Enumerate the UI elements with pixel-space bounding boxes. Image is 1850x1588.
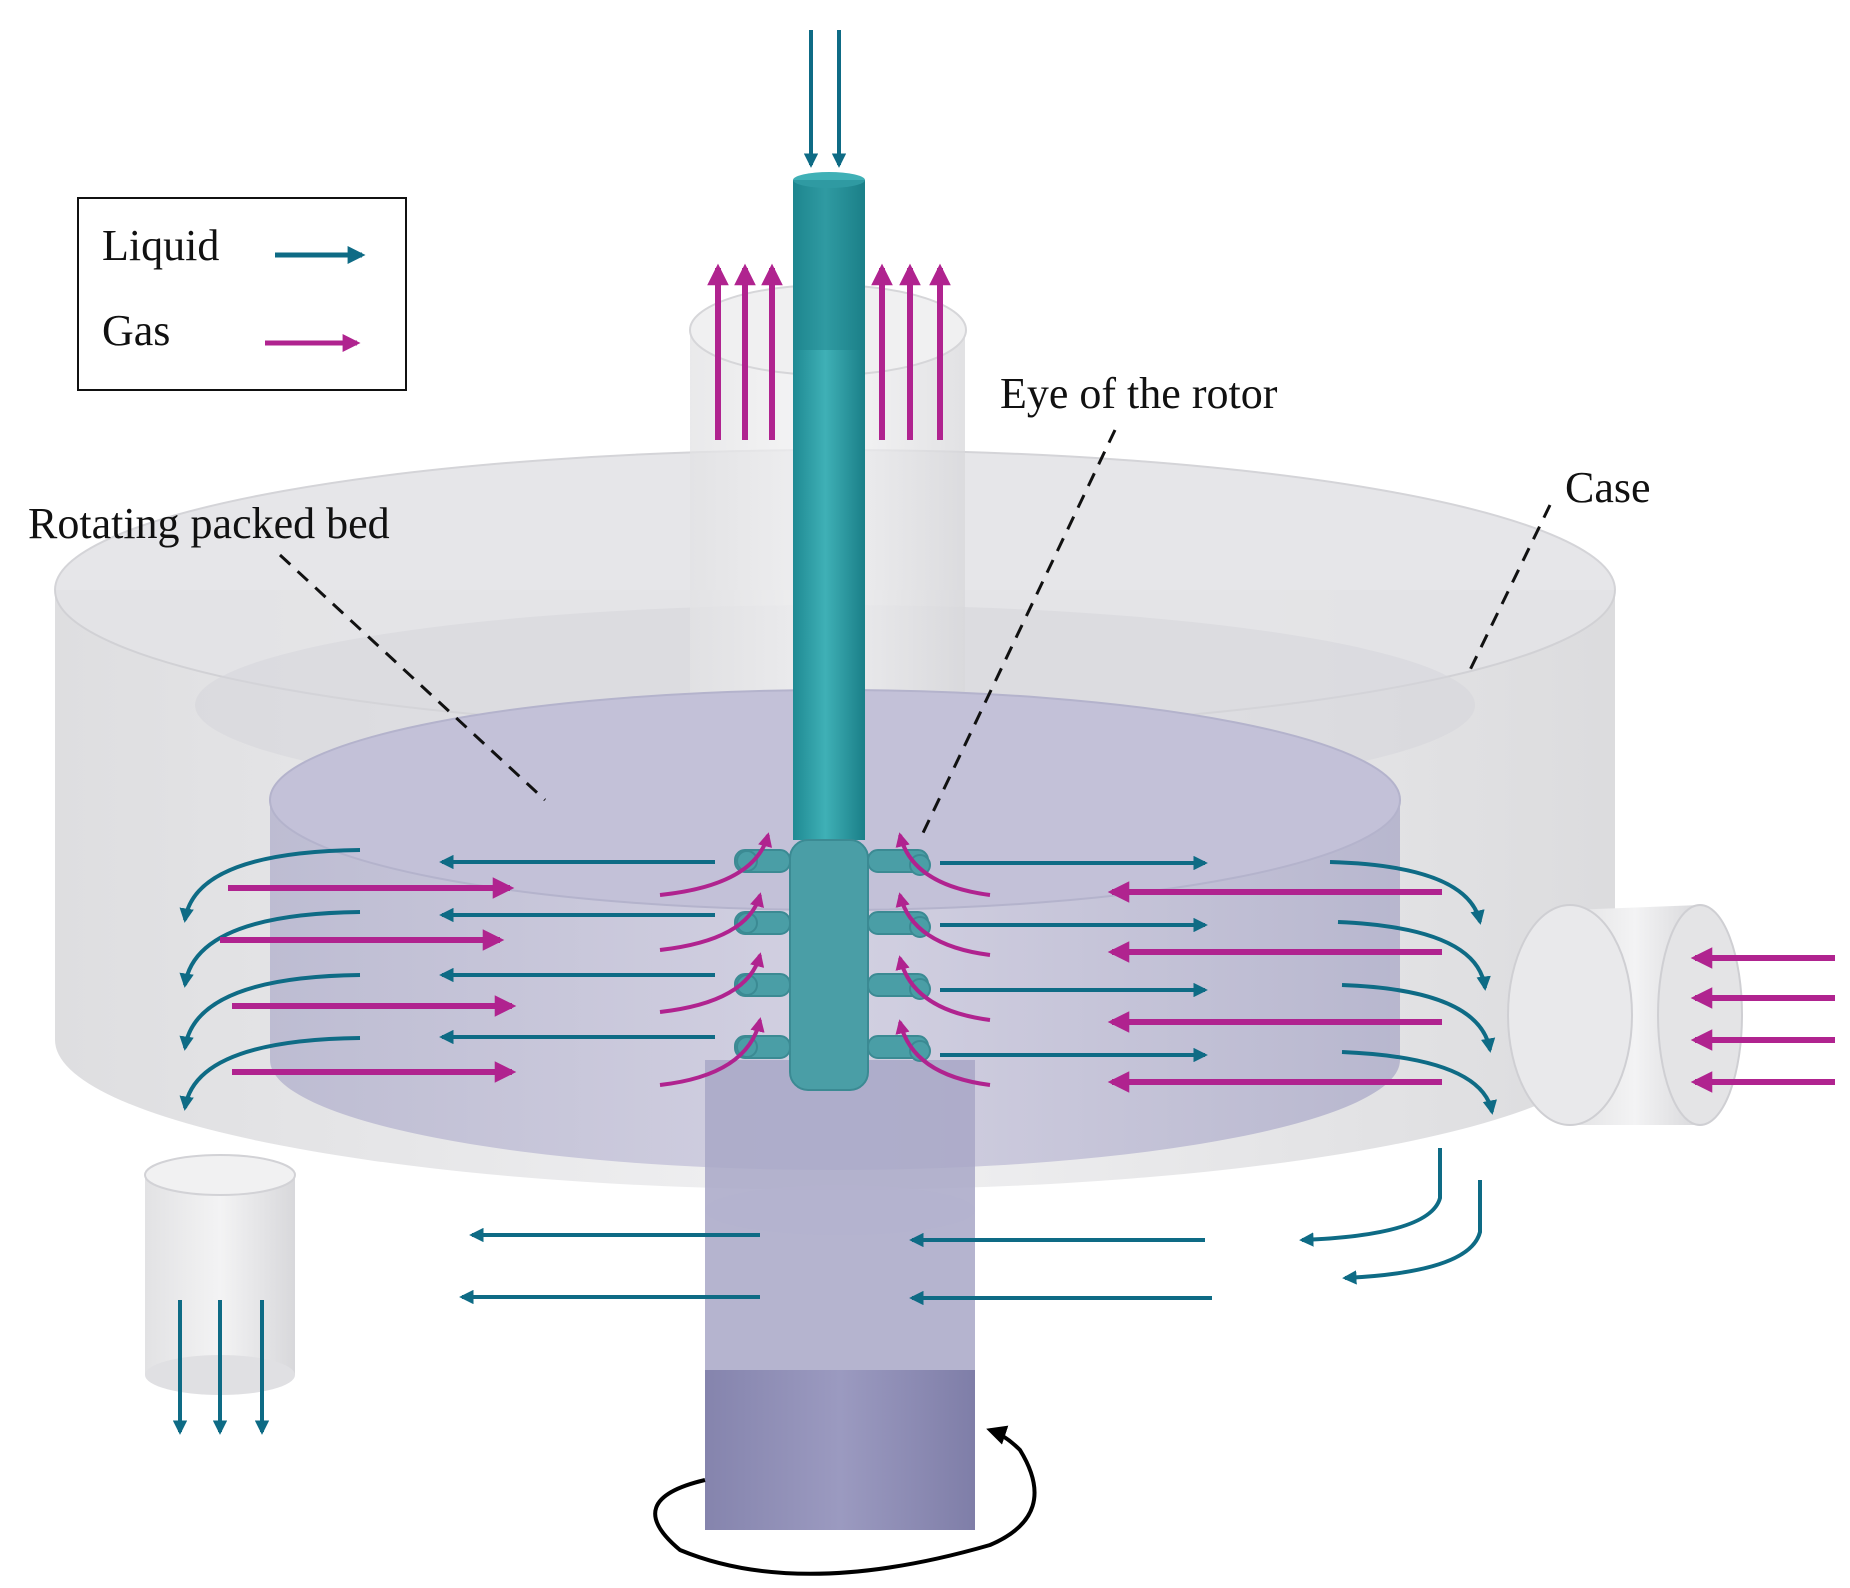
motor-shaft <box>705 1060 975 1530</box>
legend-box <box>77 197 407 391</box>
gas-inlet-pipe <box>1507 904 1743 1126</box>
label-rotating-packed-bed: Rotating packed bed <box>28 499 390 548</box>
liquid-feed-shaft <box>793 172 865 840</box>
rotation-arrow <box>653 1425 1037 1576</box>
liquid-flow-arrows <box>172 30 1497 1435</box>
legend-liquid-label: Liquid <box>102 221 219 270</box>
leader-lines <box>278 429 1552 836</box>
legend: Liquid Gas <box>77 197 407 391</box>
label-eye-of-rotor: Eye of the rotor <box>1000 369 1278 418</box>
gas-flow-arrows <box>220 263 1835 1093</box>
legend-gas-label: Gas <box>102 306 170 355</box>
label-case: Case <box>1565 463 1651 512</box>
gas-eye-curves <box>659 832 991 1087</box>
